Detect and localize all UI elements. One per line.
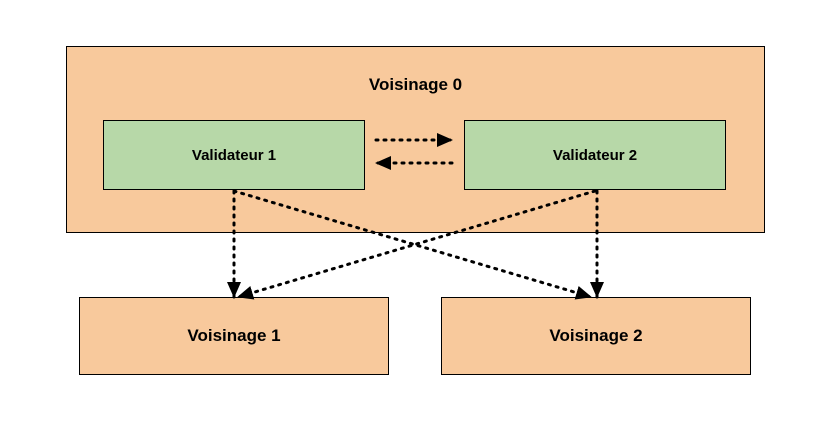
validator-1-box: Validateur 1: [103, 120, 365, 190]
validator-2-label: Validateur 2: [552, 146, 638, 164]
validator-1-label: Validateur 1: [191, 146, 277, 164]
neighborhood-0-label: Voisinage 0: [368, 75, 463, 94]
neighborhood-2-box: Voisinage 2: [441, 297, 751, 375]
neighborhood-2-label: Voisinage 2: [549, 326, 643, 345]
neighborhood-1-box: Voisinage 1: [79, 297, 389, 375]
validator-2-box: Validateur 2: [464, 120, 726, 190]
neighborhood-1-label: Voisinage 1: [187, 326, 281, 345]
